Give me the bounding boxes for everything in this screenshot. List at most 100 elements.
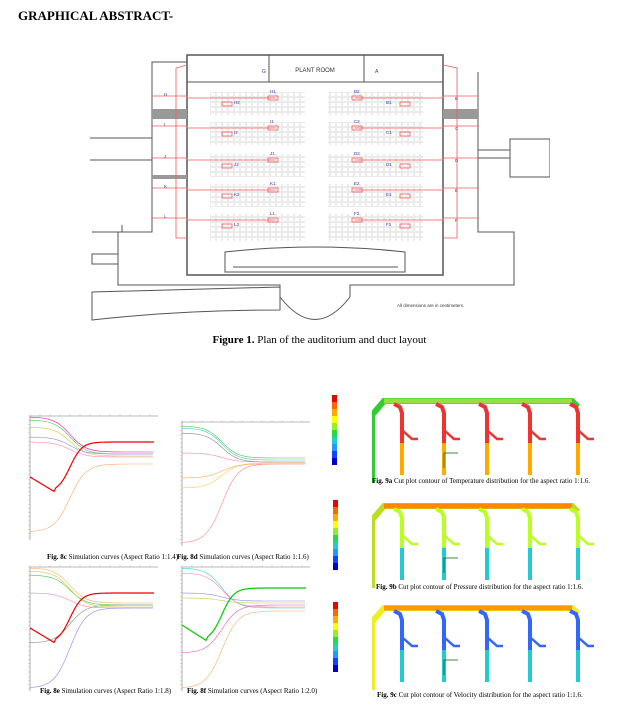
legend-color-swatch <box>333 521 338 528</box>
duct <box>152 157 275 161</box>
duct-branch <box>435 507 446 548</box>
duct-branch <box>521 609 532 650</box>
diffuser <box>267 95 279 101</box>
axis-triad <box>443 659 458 675</box>
duct-branch <box>521 402 532 443</box>
simulation-curve <box>29 570 153 608</box>
diffuser <box>399 131 411 137</box>
zone-label: E1 <box>386 192 392 197</box>
caption-label: Fig. 9b <box>376 583 397 591</box>
legend-color-swatch <box>333 514 338 521</box>
zone-label: I1 <box>270 119 274 124</box>
duct-outlet <box>402 535 418 546</box>
diffuser <box>399 223 411 229</box>
legend-color-swatch <box>332 451 337 458</box>
zone-label: I2 <box>234 130 238 135</box>
diffuser <box>267 187 279 193</box>
zone-label: B1 <box>386 100 392 105</box>
diffuser <box>399 193 411 199</box>
zone-label: D2 <box>354 151 360 156</box>
highlighted-curve <box>181 587 306 642</box>
zone-label: H <box>164 92 167 97</box>
duct-outlet <box>487 637 503 648</box>
duct-branch <box>393 609 404 650</box>
simulation-chart-8d <box>180 420 310 546</box>
zone-label: H1 <box>270 89 276 94</box>
simulation-curve <box>181 610 305 688</box>
caption-text: Cut plot contour of Temperature distribu… <box>392 477 591 485</box>
caption-label: Fig. 8d <box>177 553 198 561</box>
simulation-curve <box>181 427 305 461</box>
pressure-legend <box>333 500 363 570</box>
diffuser <box>267 125 279 131</box>
simulation-curve <box>29 567 153 604</box>
simulation-curve <box>29 463 153 532</box>
simulation-curve <box>181 463 305 543</box>
zone-label: K2 <box>234 192 240 197</box>
caption-text: Cut plot contour of Pressure distributio… <box>396 583 584 591</box>
duct <box>152 217 275 221</box>
zone-label: L <box>164 214 167 219</box>
zone-label: K <box>164 184 167 189</box>
legend-color-swatch <box>332 444 337 451</box>
simulation-curve <box>182 452 305 463</box>
zone-label: D <box>455 158 459 163</box>
simulation-curve <box>182 592 305 602</box>
zone-label: J1 <box>270 151 275 156</box>
fig-9b-caption: Fig. 9b Cut plot contour of Pressure dis… <box>376 583 583 591</box>
legend-color-swatch <box>332 430 337 437</box>
caption-label: Fig. 8e <box>40 687 60 695</box>
auditorium-plan: PLANT ROOM G A HBH1H2B2B1ICI1I2C2C1JDJ1J… <box>90 54 550 321</box>
legend-color-swatch <box>332 395 337 402</box>
seat-block <box>210 122 305 145</box>
axis-triad <box>443 557 458 573</box>
legend-color-swatch <box>333 623 338 630</box>
legend-color-swatch <box>333 602 338 609</box>
legend-color-swatch <box>333 542 338 549</box>
simulation-chart-8e <box>28 565 158 691</box>
zone-label: C1 <box>386 130 392 135</box>
legend-color-swatch <box>333 535 338 542</box>
seat-block <box>210 184 305 207</box>
simulation-curve <box>29 419 153 455</box>
duct-outlet <box>402 637 418 648</box>
diffuser <box>221 223 233 229</box>
caption-label: Fig. 8c <box>47 553 67 561</box>
duct <box>152 187 275 191</box>
duct-branch <box>478 507 489 548</box>
axis-triad <box>443 452 458 468</box>
duct <box>355 157 478 161</box>
diffuser <box>221 101 233 107</box>
zone-label: J <box>164 154 166 159</box>
fig-8e-caption: Fig. 8e Simulation curves (Aspect Ratio … <box>40 687 171 695</box>
caption-text: Simulation curves (Aspect Ratio 1:1.8) <box>59 687 172 695</box>
seat-block <box>328 184 423 207</box>
duct-branch <box>393 402 404 443</box>
legend-color-swatch <box>333 563 338 570</box>
page-title: GRAPHICAL ABSTRACT- <box>18 8 174 23</box>
zone-label: B2 <box>354 89 360 94</box>
zone-label: H2 <box>234 100 240 105</box>
diffuser <box>267 157 279 163</box>
fig-9c-caption: Fig. 9c Cut plot contour of Velocity dis… <box>377 691 583 699</box>
caption-text: Simulation curves (Aspect Ratio 1:2.0) <box>206 687 318 695</box>
diffuser <box>399 163 411 169</box>
diffuser <box>351 187 363 193</box>
seat-block <box>210 214 305 241</box>
zone-label: K1 <box>270 181 276 186</box>
diffuser <box>221 131 233 137</box>
legend-color-swatch <box>333 609 338 616</box>
seat-block <box>328 92 423 115</box>
legend-color-swatch <box>333 556 338 563</box>
legend-color-swatch <box>333 637 338 644</box>
diffuser <box>351 95 363 101</box>
simulation-chart-8c <box>28 414 158 540</box>
duct-branch <box>435 402 446 443</box>
duct-branch <box>569 609 580 650</box>
velocity-contour <box>372 605 594 690</box>
simulation-curve <box>29 607 153 688</box>
highlighted-curve <box>29 441 154 493</box>
seat-block <box>328 122 423 145</box>
temperature-contour <box>372 398 594 483</box>
legend-color-swatch <box>333 500 338 507</box>
